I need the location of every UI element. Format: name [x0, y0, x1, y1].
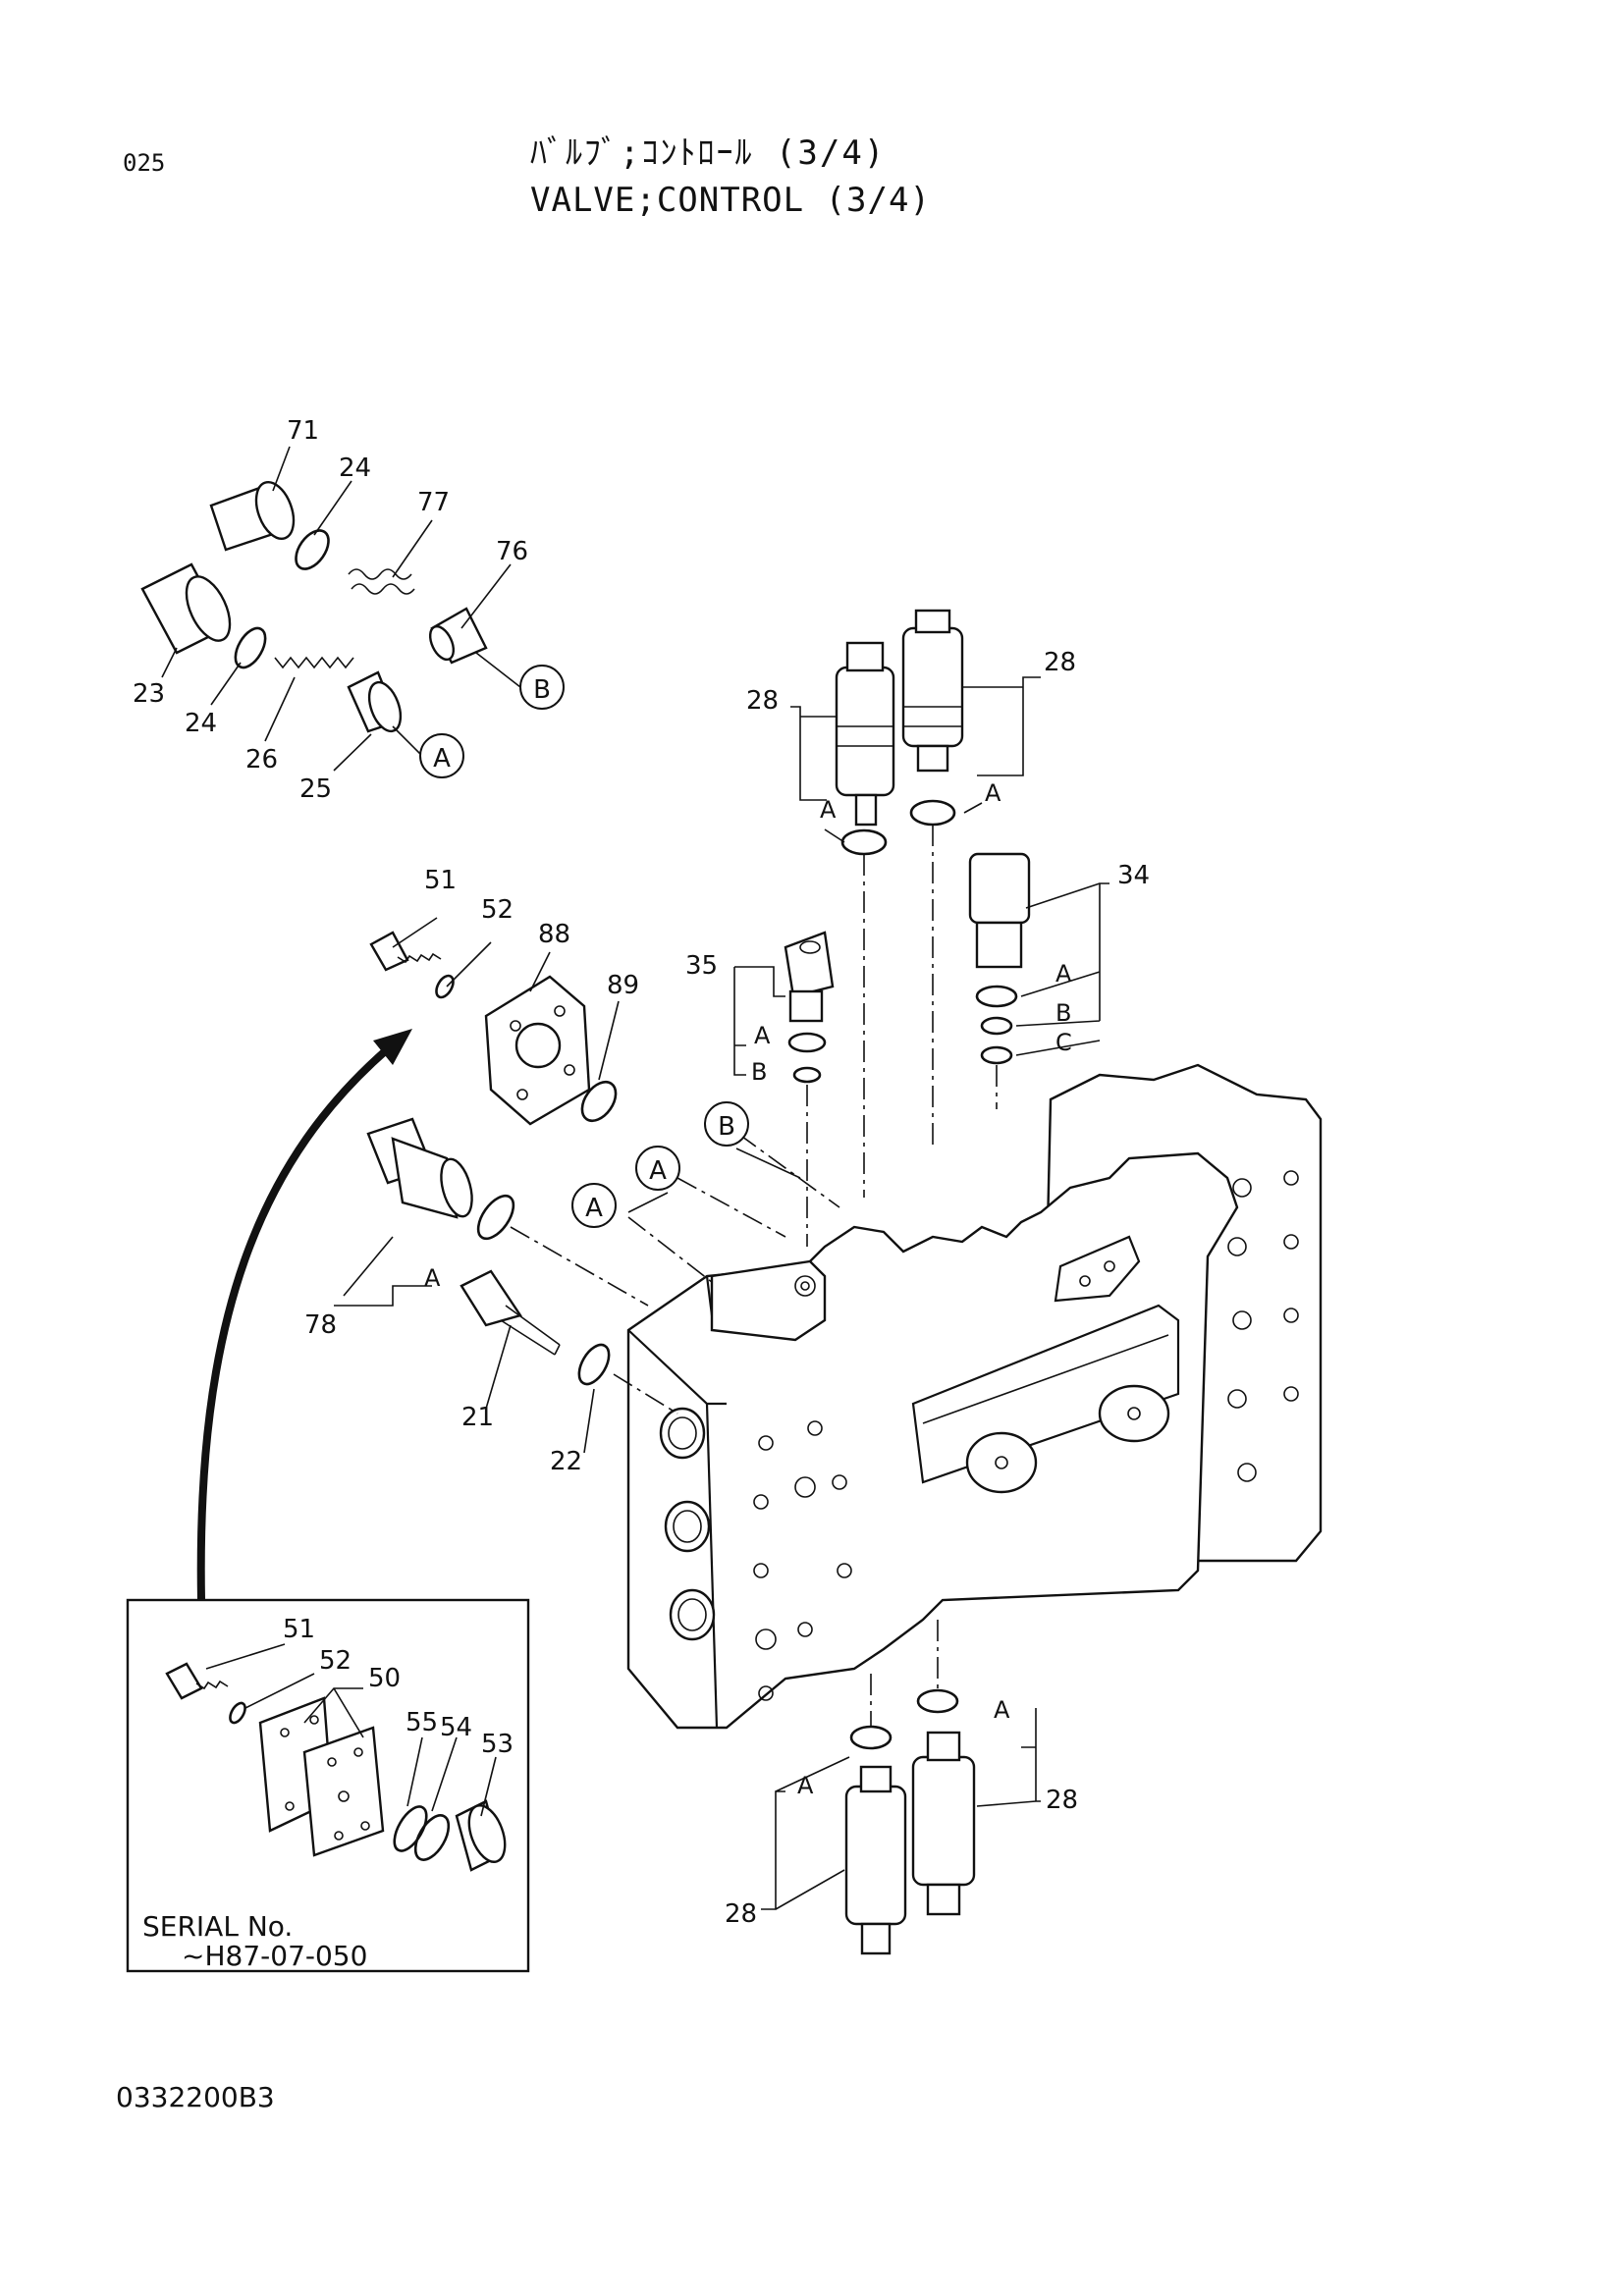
inset-label-50: 50 — [368, 1664, 401, 1693]
label-22: 22 — [550, 1447, 582, 1476]
port-b-35: B — [751, 1058, 767, 1086]
circle-letter-b-top: B — [533, 675, 551, 705]
label-28-top-right: 28 — [1044, 648, 1076, 677]
assembly-center-lines — [510, 825, 998, 1728]
parts-71-24-77-76 — [209, 481, 488, 665]
port-c-34: C — [1055, 1029, 1072, 1056]
page-number: 025 — [123, 149, 166, 177]
leader-lines — [161, 446, 1109, 1910]
circle-letter-a-mid1: A — [649, 1156, 667, 1186]
label-24: 24 — [339, 454, 371, 483]
label-71: 71 — [287, 416, 319, 446]
label-24-lower: 24 — [185, 709, 217, 738]
port-a-78: A — [424, 1264, 441, 1292]
part-number-labels: 71 24 77 76 23 24 26 25 28 28 34 35 51 5… — [133, 416, 1150, 1929]
label-26: 26 — [245, 745, 278, 774]
port-a-28-left: A — [820, 796, 837, 824]
serial-inset-box: SERIAL No. ~H87-07-050 — [126, 1598, 530, 1973]
port-a-35: A — [754, 1022, 771, 1049]
inset-label-54: 54 — [440, 1713, 472, 1742]
label-35: 35 — [685, 951, 718, 981]
inset-label-52: 52 — [319, 1646, 352, 1676]
inset-label-53: 53 — [481, 1730, 514, 1759]
drawing-code: 0332200B3 — [116, 2081, 275, 2113]
title-japanese: ﾊﾞﾙﾌﾞ;ｺﾝﾄﾛｰﾙ (3/4) — [530, 133, 887, 173]
label-51: 51 — [424, 866, 457, 895]
part-35-plug — [784, 931, 835, 1084]
label-25: 25 — [299, 774, 332, 804]
port-a-28-bottom-left: A — [797, 1772, 814, 1799]
label-78: 78 — [304, 1310, 337, 1340]
curved-arrow — [196, 1029, 412, 1601]
label-52: 52 — [481, 895, 514, 925]
circled-callouts: B A B A A — [419, 665, 749, 1228]
port-a-34: A — [1055, 960, 1072, 988]
inset-serial-label: SERIAL No. — [142, 1910, 293, 1943]
circle-letter-a-mid2: A — [585, 1194, 603, 1223]
circle-letter-b-mid: B — [718, 1112, 735, 1142]
port-b-34: B — [1055, 999, 1071, 1027]
label-28-top-left: 28 — [746, 686, 779, 716]
port-a-28-bottom-right: A — [994, 1696, 1010, 1724]
parts-23-24-26-25 — [140, 562, 403, 733]
port-a-28-right: A — [985, 779, 1001, 807]
parts-78-21-22 — [366, 1117, 611, 1386]
label-34: 34 — [1117, 861, 1150, 890]
part-34-plug — [968, 852, 1031, 1065]
label-77: 77 — [417, 488, 450, 517]
label-28-bottom-left: 28 — [725, 1899, 757, 1929]
inset-serial-range: ~H87-07-050 — [182, 1940, 367, 1972]
relief-valves-28-top — [835, 609, 964, 856]
valve-body — [626, 1063, 1323, 1730]
label-28-bottom-right: 28 — [1046, 1786, 1078, 1815]
label-89: 89 — [607, 971, 639, 1000]
inset-label-55: 55 — [406, 1708, 438, 1737]
label-76: 76 — [496, 537, 528, 566]
label-21: 21 — [461, 1403, 494, 1432]
relief-valves-28-bottom — [844, 1688, 976, 1955]
label-88: 88 — [538, 920, 570, 949]
parts-51-52-88-89 — [369, 931, 618, 1126]
port-letter-labels: A A A B C A B A A A — [424, 779, 1072, 1799]
label-23: 23 — [133, 679, 165, 709]
circle-letter-a-top: A — [433, 744, 451, 774]
title-english: VALVE;CONTROL (3/4) — [530, 181, 931, 220]
inset-label-51: 51 — [283, 1615, 315, 1644]
